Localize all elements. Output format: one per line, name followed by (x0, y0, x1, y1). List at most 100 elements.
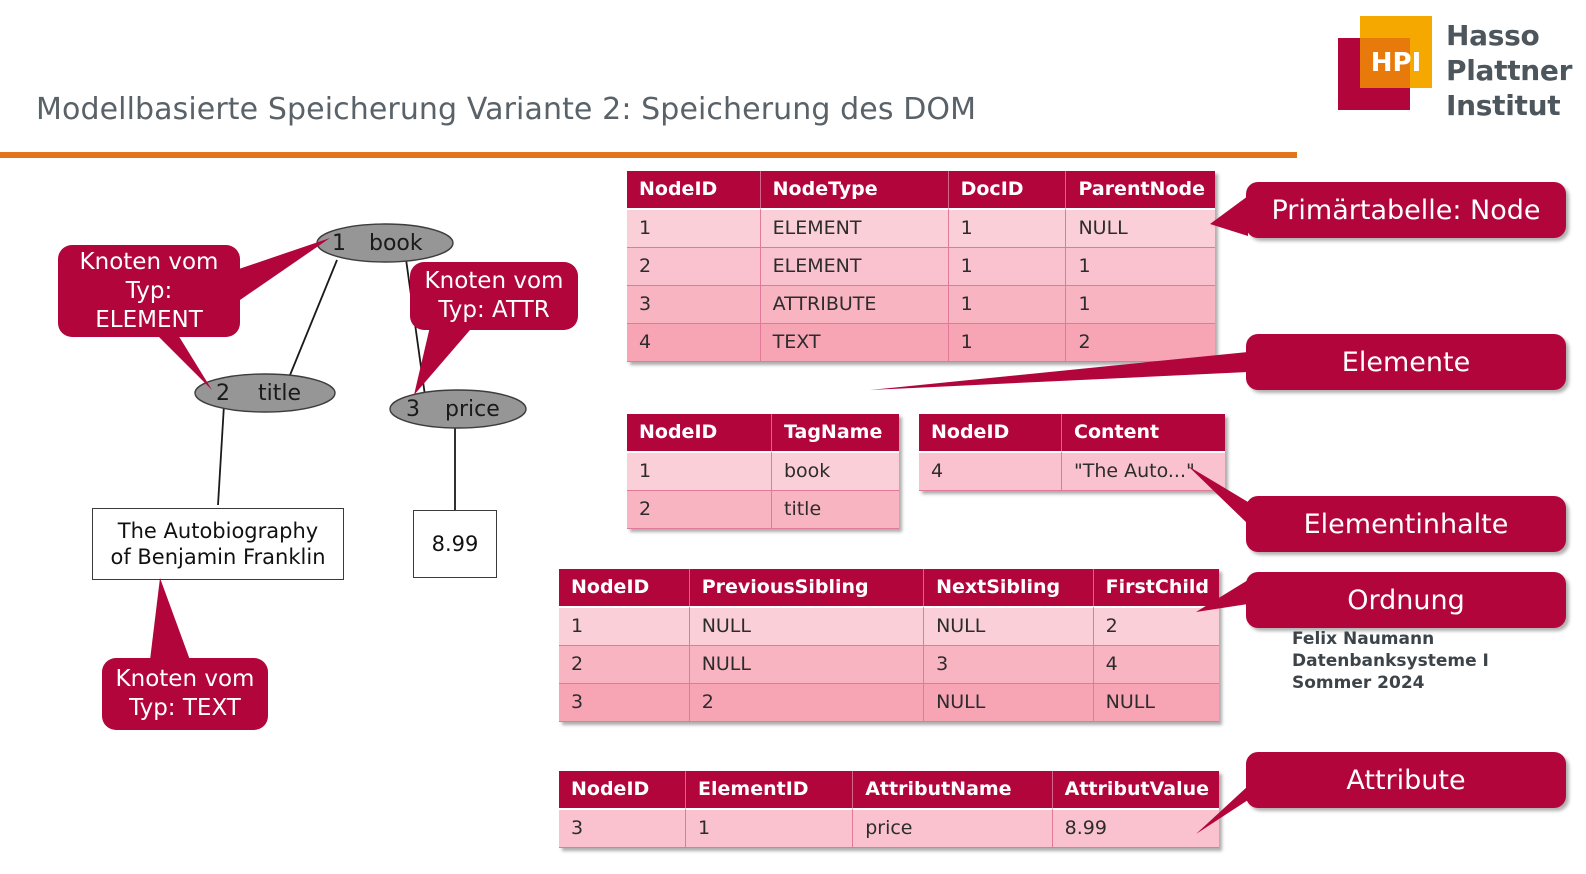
table-attribute: NodeID ElementID AttributName AttributVa… (559, 771, 1219, 848)
page-title: Modellbasierte Speicherung Variante 2: S… (36, 92, 977, 127)
cell-attributvalue: 8.99 (1052, 808, 1219, 848)
tree-node-title (194, 373, 336, 413)
cell-nodeid: 3 (627, 286, 761, 324)
table-row: 4 TEXT 1 2 (627, 324, 1215, 362)
cell-docid: 1 (948, 286, 1067, 324)
cell-elementid: 1 (686, 808, 854, 848)
cell-nodeid: 2 (627, 248, 761, 286)
cell-nodetype: ATTRIBUTE (760, 286, 949, 324)
cell-previoussibling: NULL (689, 646, 925, 684)
table-order-th-nodeid: NodeID (559, 569, 690, 606)
callout-element-line-2: Typ: (125, 277, 173, 304)
cell-nodetype: ELEMENT (760, 208, 949, 248)
callout-text-line-1: Knoten vom (115, 666, 255, 692)
table-order-th-previoussibling: PreviousSibling (689, 569, 925, 606)
side-callout-primaertabelle-node: Primärtabelle: Node (1246, 182, 1566, 238)
cell-parentnode: 1 (1066, 286, 1215, 324)
table-order: NodeID PreviousSibling NextSibling First… (559, 569, 1219, 722)
side-callout-ordnung: Ordnung (1246, 572, 1566, 628)
table-element-header-row: NodeID TagName (627, 414, 899, 451)
side-callout-elementinhalte: Elementinhalte (1246, 496, 1566, 552)
table-element-th-nodeid: NodeID (627, 414, 772, 451)
table-node-th-docid: DocID (948, 171, 1067, 208)
cell-nodeid: 4 (919, 451, 1062, 491)
table-node-th-parentnode: ParentNode (1066, 171, 1215, 208)
table-node-header-row: NodeID NodeType DocID ParentNode (627, 171, 1215, 208)
table-attribute-th-nodeid: NodeID (559, 771, 687, 808)
cell-nodeid: 2 (559, 646, 690, 684)
table-order-header-row: NodeID PreviousSibling NextSibling First… (559, 569, 1219, 606)
table-element-th-tagname: TagName (772, 414, 899, 451)
cell-nextsibling: 3 (924, 646, 1094, 684)
table-node: NodeID NodeType DocID ParentNode 1 ELEME… (627, 171, 1215, 362)
callout-element-line-3: ELEMENT (95, 306, 203, 333)
callout-attr-line-1: Knoten vom (424, 268, 564, 294)
cell-tagname: title (772, 491, 899, 529)
cell-nodeid: 3 (559, 684, 690, 722)
callout-text-line-2: Typ: TEXT (129, 695, 241, 721)
footer-course: Datenbanksysteme I (1292, 651, 1489, 671)
logo-orange-overlap-square (1360, 38, 1410, 88)
callout-knoten-typ-element: Knoten vom Typ: ELEMENT (58, 245, 240, 337)
table-order-th-firstchild: FirstChild (1093, 569, 1219, 606)
cell-nodeid: 3 (559, 808, 687, 848)
cell-nodeid: 1 (559, 606, 690, 646)
cell-firstchild: 2 (1093, 606, 1219, 646)
callout-element-line-1: Knoten vom (79, 248, 219, 275)
table-row: 1 ELEMENT 1 NULL (627, 208, 1215, 248)
logo-wordmark-line-1: Hasso (1446, 19, 1540, 52)
tree-edge-book-title (287, 259, 338, 381)
cell-tagname: book (772, 451, 899, 491)
side-callout-elemente: Elemente (1246, 334, 1566, 390)
table-row: 3 2 NULL NULL (559, 684, 1219, 722)
table-row: 2 title (627, 491, 899, 529)
callout-knoten-typ-attr: Knoten vom Typ: ATTR (410, 262, 578, 330)
cell-nextsibling: NULL (924, 606, 1094, 646)
cell-firstchild: 4 (1093, 646, 1219, 684)
tail-primaertabelle-node (1210, 196, 1248, 236)
cell-parentnode: 2 (1066, 324, 1215, 362)
cell-previoussibling: NULL (689, 606, 925, 646)
cell-content: "The Auto..." (1062, 451, 1225, 491)
footer-term: Sommer 2024 (1292, 673, 1425, 693)
cell-previoussibling: 2 (689, 684, 925, 722)
cell-nodeid: 1 (627, 451, 772, 491)
table-content-header-row: NodeID Content (919, 414, 1225, 451)
table-content-th-nodeid: NodeID (919, 414, 1062, 451)
logo-wordmark-line-2: Plattner (1446, 54, 1573, 87)
cell-docid: 1 (948, 248, 1067, 286)
callout-attr-line-2: Typ: ATTR (438, 297, 550, 323)
table-node-th-nodetype: NodeType (760, 171, 949, 208)
table-row: 3 1 price 8.99 (559, 808, 1219, 848)
cell-nodeid: 2 (627, 491, 772, 529)
table-attribute-header-row: NodeID ElementID AttributName AttributVa… (559, 771, 1219, 808)
logo-wordmark-line-3: Institut (1446, 89, 1561, 122)
tree-text-node-autobiography-line-1: The Autobiography (117, 519, 319, 543)
cell-nodetype: TEXT (760, 324, 949, 362)
table-row: 4 "The Auto..." (919, 451, 1225, 491)
cell-parentnode: 1 (1066, 248, 1215, 286)
side-callout-attribute: Attribute (1246, 752, 1566, 808)
tree-text-node-autobiography: The Autobiography of Benjamin Franklin (92, 508, 344, 580)
tree-node-price (389, 389, 527, 429)
callout-knoten-typ-text: Knoten vom Typ: TEXT (102, 658, 268, 730)
dom-tree-diagram (194, 223, 527, 510)
footer-credit: Felix Naumann Datenbanksysteme I Sommer … (1292, 628, 1489, 694)
cell-attributname: price (853, 808, 1053, 848)
table-row: 3 ATTRIBUTE 1 1 (627, 286, 1215, 324)
table-node-th-nodeid: NodeID (627, 171, 761, 208)
cell-parentnode: NULL (1066, 208, 1215, 248)
table-attribute-th-attributname: AttributName (853, 771, 1053, 808)
cell-nodetype: ELEMENT (760, 248, 949, 286)
footer-author: Felix Naumann (1292, 629, 1435, 649)
table-row: 1 book (627, 451, 899, 491)
logo-mark-text: HPI (1370, 48, 1422, 78)
table-row: 2 ELEMENT 1 1 (627, 248, 1215, 286)
table-attribute-th-attributvalue: AttributValue (1052, 771, 1219, 808)
table-row: 1 NULL NULL 2 (559, 606, 1219, 646)
cell-nodeid: 1 (627, 208, 761, 248)
table-attribute-th-elementid: ElementID (686, 771, 854, 808)
tree-node-book (316, 223, 454, 263)
table-element: NodeID TagName 1 book 2 title (627, 414, 899, 529)
table-content: NodeID Content 4 "The Auto..." (919, 414, 1225, 491)
